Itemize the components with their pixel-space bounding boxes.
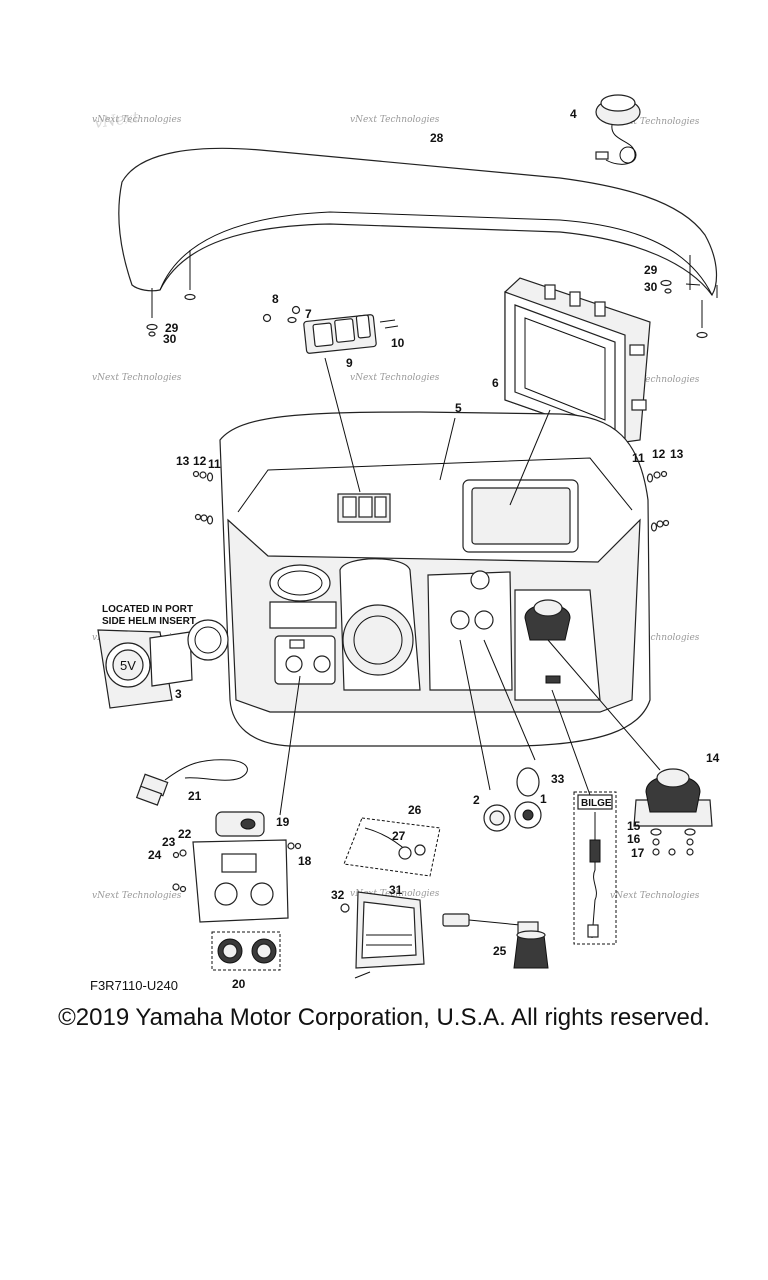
callout-29b: 29	[165, 321, 179, 335]
leader-lines	[279, 283, 701, 816]
callout-30b: 30	[163, 332, 177, 346]
watermark: vNext Technologies	[610, 633, 700, 643]
note-line1: LOCATED IN PORT	[102, 604, 193, 615]
part-hood	[118, 147, 718, 339]
watermark: vNext Technologies	[350, 115, 440, 125]
part-12v-sockets	[483, 767, 542, 832]
watermark: vNext Technologies	[92, 115, 182, 125]
callout-24: 24	[148, 848, 162, 862]
parts-diagram: vNext vNext Technologies vNext Technolog…	[90, 94, 720, 993]
callout-12: 12	[193, 454, 207, 468]
part-gps-antenna	[595, 94, 641, 165]
bilge-label: BILGE	[581, 798, 612, 809]
callout-18: 18	[298, 854, 312, 868]
callout-12b: 12	[652, 447, 666, 461]
part-usb-socket: LOCATED IN PORT SIDE HELM INSERT 5V	[97, 604, 229, 709]
callout-11: 11	[208, 457, 221, 471]
callout-32: 32	[331, 888, 345, 902]
callout-19: 19	[276, 815, 290, 829]
part-switch-bracket	[172, 811, 302, 971]
callout-28: 28	[430, 131, 444, 145]
callout-3: 3	[175, 687, 182, 701]
callout-22: 22	[178, 827, 192, 841]
callout-26: 26	[408, 803, 422, 817]
part-transducer	[442, 913, 549, 969]
part-harness-box	[343, 817, 441, 877]
watermark: vNext Technologies	[350, 889, 440, 899]
callout-21: 21	[188, 789, 202, 803]
callout-9: 9	[346, 356, 353, 370]
callout-33: 33	[551, 772, 565, 786]
part-control-module	[340, 891, 425, 979]
callout-16: 16	[627, 832, 641, 846]
callout-1: 1	[540, 792, 547, 806]
watermark: vNext Technologies	[610, 375, 700, 385]
usb-label: 5V	[120, 658, 136, 673]
callout-30: 30	[644, 280, 658, 294]
watermark: vNext Technologies	[350, 373, 440, 383]
callout-29: 29	[644, 263, 658, 277]
callout-20: 20	[232, 977, 246, 991]
callout-6: 6	[492, 376, 499, 390]
callout-11b: 11	[632, 451, 645, 465]
part-switch-panel	[262, 305, 399, 354]
watermark: vNext Technologies	[610, 117, 700, 127]
part-code: F3R7110-U240	[90, 978, 178, 993]
callout-10: 10	[391, 336, 405, 350]
callout-13b: 13	[670, 447, 684, 461]
part-harness	[135, 759, 248, 806]
watermark: vNext Technologies	[610, 891, 700, 901]
callout-27: 27	[392, 829, 406, 843]
note-line2: SIDE HELM INSERT	[102, 616, 196, 627]
callout-5: 5	[455, 401, 462, 415]
callout-25: 25	[493, 944, 507, 958]
callout-4: 4	[570, 107, 577, 121]
callout-13: 13	[176, 454, 190, 468]
callouts: 28 4 29 30 8 7 10 9 29 30 6 5 13 12 11 1…	[90, 107, 720, 993]
part-bilge-switch: BILGE	[573, 791, 617, 945]
watermark: vNext Technologies	[92, 891, 182, 901]
copyright-notice: ©2019 Yamaha Motor Corporation, U.S.A. A…	[58, 1004, 710, 1031]
callout-31: 31	[389, 883, 403, 897]
callout-2: 2	[473, 793, 480, 807]
callout-7: 7	[305, 307, 312, 321]
part-helm-console	[219, 411, 651, 747]
callout-17: 17	[631, 846, 645, 860]
callout-14: 14	[706, 751, 720, 765]
watermark: vNext Technologies	[92, 373, 182, 383]
part-fasteners	[192, 470, 670, 532]
callout-15: 15	[627, 819, 641, 833]
callout-8: 8	[272, 292, 279, 306]
part-joystick-knob	[633, 768, 713, 856]
callout-23: 23	[162, 835, 176, 849]
